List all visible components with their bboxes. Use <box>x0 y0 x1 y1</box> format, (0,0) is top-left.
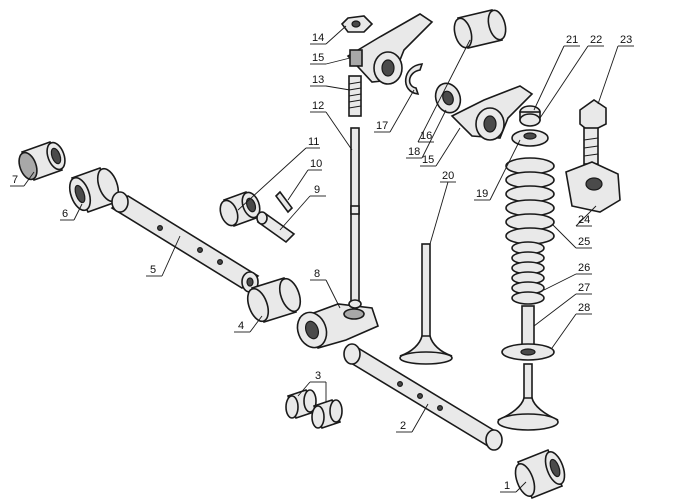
callout-15-lower: 15 <box>422 154 434 166</box>
rotator-24 <box>565 161 621 213</box>
outer-spring-25 <box>505 157 555 245</box>
nut-14 <box>340 15 374 33</box>
inner-spring-26 <box>511 241 545 305</box>
rocker-arm-15-lower <box>450 85 534 141</box>
callout-5: 5 <box>150 264 156 276</box>
pin-9 <box>256 211 296 244</box>
callout-labels: 7 6 5 4 11 10 9 8 12 13 14 15 17 16 18 1… <box>12 32 632 492</box>
callout-6: 6 <box>62 208 68 220</box>
callout-4: 4 <box>238 320 244 332</box>
valve-keepers-21 <box>519 105 541 127</box>
callout-13: 13 <box>312 74 324 86</box>
callout-12: 12 <box>312 100 324 112</box>
callout-25: 25 <box>578 236 590 248</box>
spring-retainer-19 <box>511 129 549 147</box>
rocker-shaft-2 <box>343 343 503 451</box>
valve-20 <box>399 243 453 365</box>
callout-26: 26 <box>578 262 590 274</box>
bushing-16 <box>453 9 507 49</box>
bushing-7 <box>18 140 66 182</box>
callout-22: 22 <box>590 34 602 46</box>
rocker-arm-15-top <box>346 13 434 85</box>
callout-3: 3 <box>315 370 321 382</box>
bushings-3 <box>285 388 343 430</box>
valve-guide-27 <box>521 305 535 347</box>
callout-10: 10 <box>310 158 322 170</box>
callout-11: 11 <box>308 136 319 148</box>
valve-right <box>497 363 559 431</box>
spring-clip-17 <box>404 63 424 95</box>
spacer-11 <box>219 190 261 228</box>
callout-20: 20 <box>442 170 454 182</box>
callout-7: 7 <box>12 174 18 186</box>
callout-8: 8 <box>314 268 320 280</box>
callout-14: 14 <box>312 32 324 44</box>
push-rod-12 <box>348 127 362 309</box>
callout-17: 17 <box>376 120 388 132</box>
bushing-1 <box>514 448 566 500</box>
callout-21: 21 <box>566 34 578 46</box>
callout-18: 18 <box>408 146 420 158</box>
bushing-4 <box>246 277 302 323</box>
callout-28: 28 <box>578 302 590 314</box>
callout-24: 24 <box>578 214 590 226</box>
adjusting-screw-13 <box>348 75 362 117</box>
callout-23: 23 <box>620 34 632 46</box>
washer-18 <box>434 82 462 114</box>
seat-washer-28 <box>501 343 555 361</box>
callout-16: 16 <box>420 130 432 142</box>
rocker-shaft-5 <box>110 191 260 293</box>
callout-15-top: 15 <box>312 52 324 64</box>
callout-19: 19 <box>476 188 488 200</box>
callout-1: 1 <box>504 480 510 492</box>
bolt-23 <box>579 99 607 165</box>
pin-10 <box>274 190 294 214</box>
rocker-arm-8 <box>296 303 379 349</box>
callout-27: 27 <box>578 282 590 294</box>
callout-9: 9 <box>314 184 320 196</box>
leader-lines <box>10 25 634 493</box>
callout-2: 2 <box>400 420 406 432</box>
